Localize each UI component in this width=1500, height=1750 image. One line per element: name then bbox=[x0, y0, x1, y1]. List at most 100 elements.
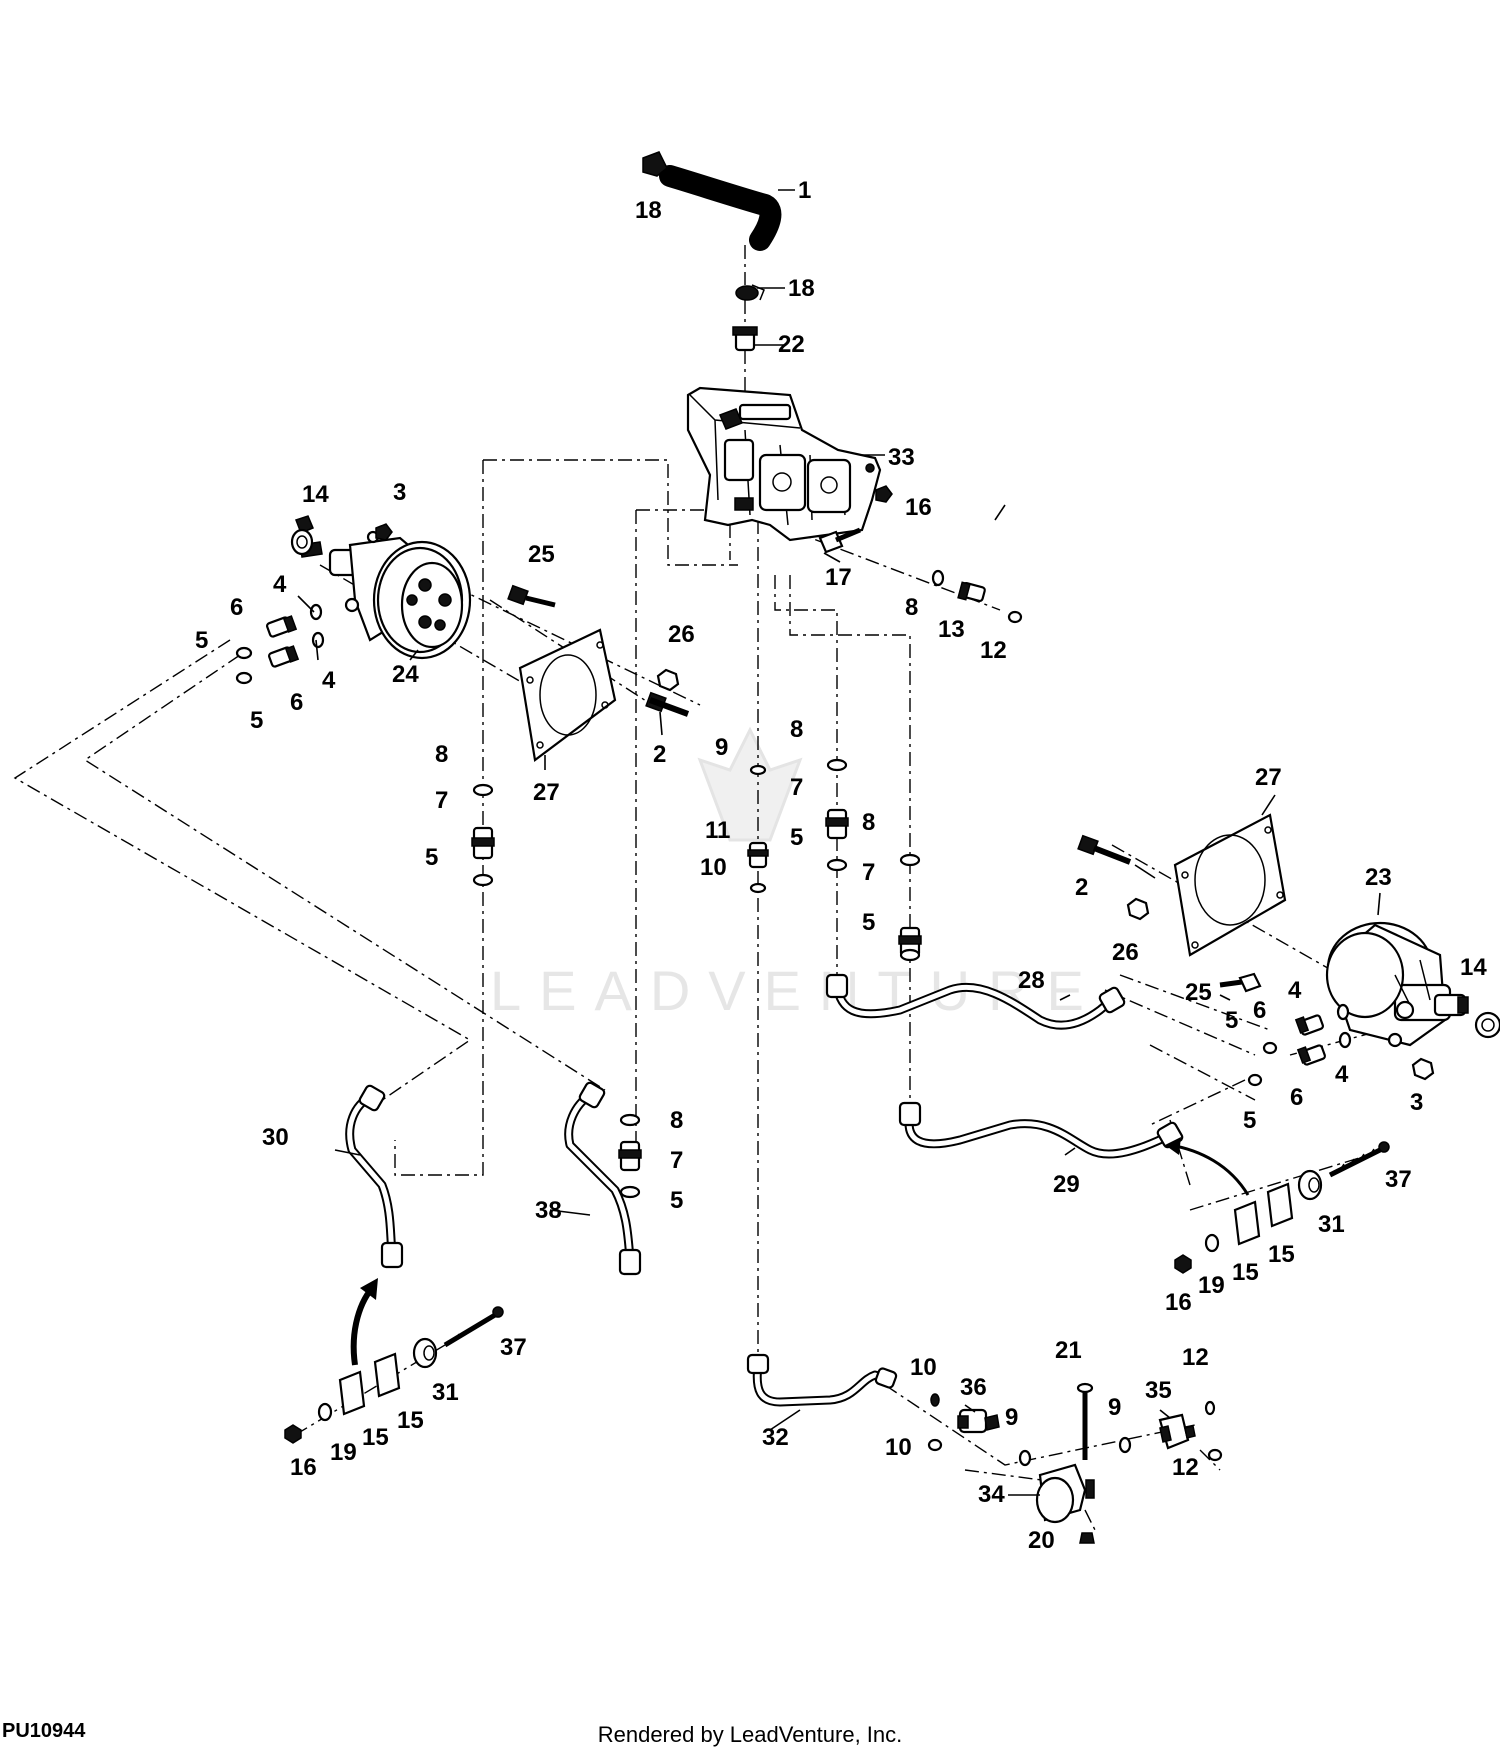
callout-5: 5 bbox=[1225, 1007, 1238, 1034]
callout-7: 7 bbox=[862, 859, 875, 886]
callout-22: 22 bbox=[778, 331, 805, 358]
callout-5: 5 bbox=[670, 1187, 683, 1214]
callout-8: 8 bbox=[670, 1107, 683, 1134]
callout-4: 4 bbox=[1335, 1061, 1349, 1088]
callout-6: 6 bbox=[230, 594, 243, 621]
callout-18: 18 bbox=[788, 275, 815, 302]
left-motor-bolt-3 bbox=[375, 523, 393, 541]
callout-19: 19 bbox=[1198, 1272, 1225, 1299]
hydrostatic-pump bbox=[686, 386, 882, 542]
callout-3: 3 bbox=[393, 479, 406, 506]
left-fittings bbox=[235, 603, 325, 685]
pump-side-fittings bbox=[818, 485, 1023, 624]
callout-34: 34 bbox=[978, 1481, 1005, 1508]
callout-14: 14 bbox=[302, 481, 329, 508]
callout-2: 2 bbox=[1075, 874, 1088, 901]
callout-15: 15 bbox=[1268, 1241, 1295, 1268]
callout-10: 10 bbox=[885, 1434, 912, 1461]
left-wheel-motor bbox=[295, 515, 472, 660]
render-credit: Rendered by LeadVenture, Inc. bbox=[597, 1722, 903, 1747]
pipe-38 bbox=[564, 1081, 642, 1276]
callout-27: 27 bbox=[1255, 764, 1282, 791]
callout-16: 16 bbox=[290, 1454, 317, 1481]
clamp-assembly-right bbox=[1174, 1141, 1390, 1274]
callout-37: 37 bbox=[1385, 1166, 1412, 1193]
left-motor-nut-14 bbox=[290, 528, 314, 556]
right-motor-bolt-3 bbox=[1411, 1057, 1435, 1081]
callout-24: 24 bbox=[392, 661, 419, 688]
callout-11: 11 bbox=[705, 817, 730, 844]
stack-lower bbox=[618, 1113, 642, 1199]
nut-26-left bbox=[656, 668, 680, 692]
callout-31: 31 bbox=[432, 1379, 459, 1406]
callout-6: 6 bbox=[1290, 1084, 1303, 1111]
callouts: 1 18 18 22 33 16 17 8 13 12 14 3 25 4 6 … bbox=[195, 177, 1487, 1554]
callout-2: 2 bbox=[653, 741, 666, 768]
callout-23: 23 bbox=[1365, 864, 1392, 891]
right-wheel-motor bbox=[1325, 921, 1469, 1048]
callout-1: 1 bbox=[798, 177, 811, 204]
callout-19: 19 bbox=[330, 1439, 357, 1466]
callout-4: 4 bbox=[273, 571, 287, 598]
arrow-right bbox=[1165, 1137, 1250, 1196]
suction-hose bbox=[642, 151, 782, 392]
bolt-25-right bbox=[1219, 972, 1262, 993]
callout-16: 16 bbox=[905, 494, 932, 521]
watermark-text: LEADVENTURE bbox=[490, 959, 1102, 1022]
callout-6: 6 bbox=[290, 689, 303, 716]
callout-21: 21 bbox=[1055, 1337, 1082, 1364]
callout-38: 38 bbox=[535, 1197, 562, 1224]
callout-28: 28 bbox=[1018, 967, 1045, 994]
callout-26: 26 bbox=[1112, 939, 1139, 966]
right-fittings bbox=[1247, 1003, 1352, 1087]
callout-25: 25 bbox=[528, 541, 555, 568]
callout-17: 17 bbox=[825, 564, 852, 591]
callout-4: 4 bbox=[322, 667, 336, 694]
lower-valve-assembly bbox=[927, 1382, 1223, 1544]
callout-35: 35 bbox=[1145, 1377, 1172, 1404]
callout-5: 5 bbox=[862, 909, 875, 936]
pipe-29 bbox=[898, 1101, 1184, 1159]
callout-18: 18 bbox=[635, 197, 662, 224]
callout-9: 9 bbox=[1005, 1404, 1018, 1431]
callout-8: 8 bbox=[435, 741, 448, 768]
bolt-2-right bbox=[1077, 834, 1132, 865]
clamp-assembly-left bbox=[284, 1306, 504, 1444]
pipe-32 bbox=[746, 1353, 898, 1407]
callout-13: 13 bbox=[938, 616, 965, 643]
arrow-left bbox=[350, 1278, 378, 1366]
callout-15: 15 bbox=[1232, 1259, 1259, 1286]
callout-37: 37 bbox=[500, 1334, 527, 1361]
figure-id: PU10944 bbox=[2, 1720, 86, 1742]
callout-26: 26 bbox=[668, 621, 695, 648]
callout-5: 5 bbox=[250, 707, 263, 734]
stack-center-right bbox=[825, 758, 849, 872]
leader-lines bbox=[297, 189, 1381, 1496]
callout-7: 7 bbox=[435, 787, 448, 814]
callout-5: 5 bbox=[1243, 1107, 1256, 1134]
callout-32: 32 bbox=[762, 1424, 789, 1451]
callout-8: 8 bbox=[790, 716, 803, 743]
callout-16: 16 bbox=[1165, 1289, 1192, 1316]
left-adapter-plate bbox=[518, 628, 617, 762]
pipe-30 bbox=[345, 1084, 404, 1269]
callout-8: 8 bbox=[862, 809, 875, 836]
callout-3: 3 bbox=[1410, 1089, 1423, 1116]
bolt-2-left bbox=[645, 691, 690, 717]
right-motor-nut-14 bbox=[1474, 1011, 1500, 1039]
right-adapter-plate bbox=[1173, 813, 1287, 957]
callout-15: 15 bbox=[362, 1424, 389, 1451]
callout-27: 27 bbox=[533, 779, 560, 806]
callout-33: 33 bbox=[888, 444, 915, 471]
callout-10: 10 bbox=[700, 854, 727, 881]
callout-15: 15 bbox=[397, 1407, 424, 1434]
callout-36: 36 bbox=[960, 1374, 987, 1401]
callout-30: 30 bbox=[262, 1124, 289, 1151]
callout-10: 10 bbox=[910, 1354, 937, 1381]
stack-middle bbox=[747, 764, 769, 894]
callout-5: 5 bbox=[790, 824, 803, 851]
callout-20: 20 bbox=[1028, 1527, 1055, 1554]
nut-26-right bbox=[1126, 897, 1150, 921]
callout-29: 29 bbox=[1053, 1171, 1080, 1198]
